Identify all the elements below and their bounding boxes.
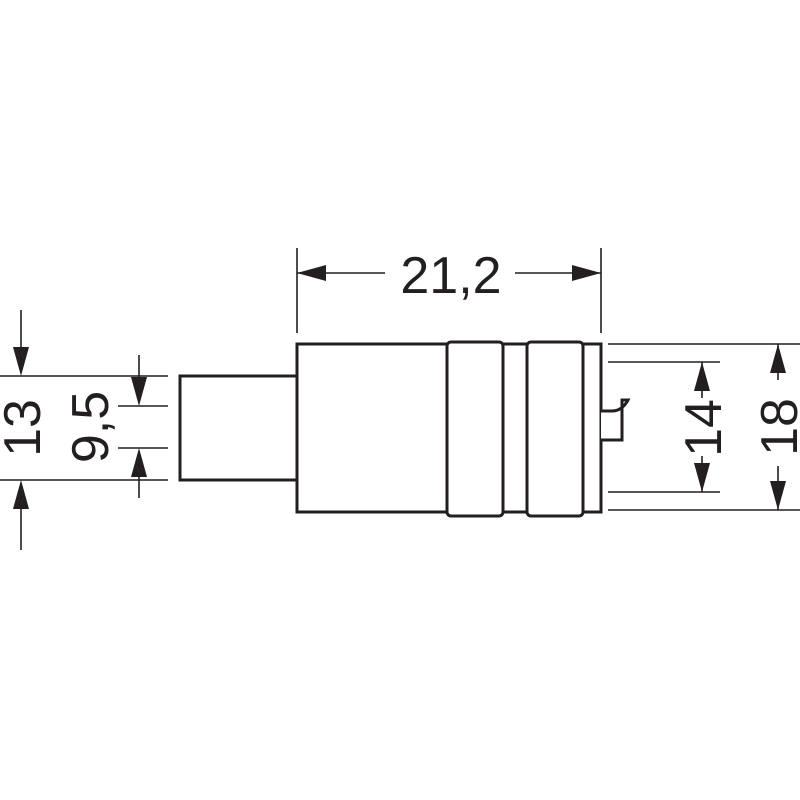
contact-pin — [601, 398, 631, 442]
arrowhead-inner-bottom — [694, 463, 710, 492]
arrowhead-right — [572, 265, 601, 281]
dimension-cable-outer: 13 — [0, 310, 168, 550]
dimension-label-inner-diameter: 14 — [675, 399, 733, 457]
dimension-inner-diameter: 14 — [608, 361, 733, 493]
main-body — [295, 342, 449, 514]
cable-sleeve — [178, 374, 300, 482]
dimension-label-cable-inner: 9,5 — [62, 391, 120, 463]
dimension-label-outer-diameter: 18 — [751, 398, 800, 456]
arrowhead-outer-bottom — [770, 481, 786, 510]
arrowhead-left — [297, 265, 326, 281]
dimension-outer-diameter: 18 — [608, 343, 800, 511]
arrowhead-inner-top — [694, 362, 710, 391]
arrowhead-cable-bottom — [13, 480, 29, 509]
arrowhead-cable-top — [13, 347, 29, 376]
arrowhead-outer-top — [770, 344, 786, 373]
body-end-collar — [581, 342, 603, 514]
knurled-ring-1 — [445, 340, 505, 518]
dimension-label-cable-outer: 13 — [0, 399, 52, 457]
arrowhead-cable-inner-top — [131, 377, 147, 406]
body-middle-ring — [501, 342, 529, 514]
dimension-body-length: 21,2 — [296, 247, 602, 333]
connector-body — [178, 340, 631, 518]
arrowhead-cable-inner-bottom — [131, 448, 147, 477]
dimension-cable-inner: 9,5 — [62, 355, 168, 498]
knurled-ring-2 — [525, 340, 585, 518]
dimension-label-length: 21,2 — [400, 247, 501, 305]
